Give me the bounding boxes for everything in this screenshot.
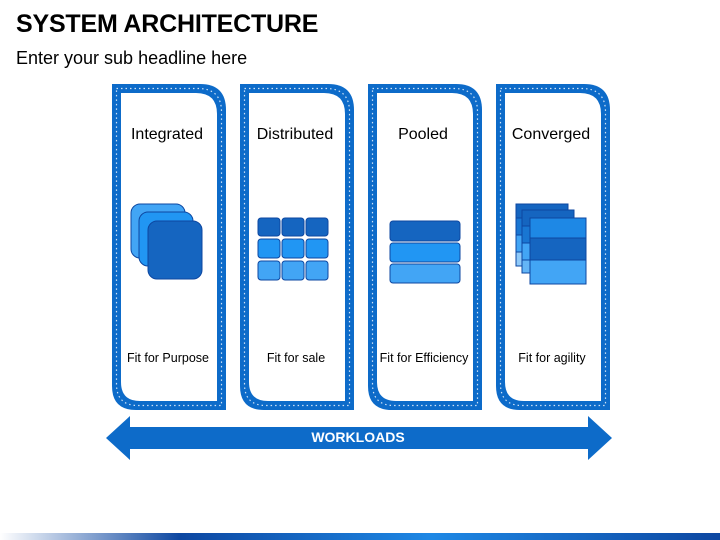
stacked-squares-icon	[130, 203, 203, 280]
column-converged: Converged Fit for agility	[492, 80, 612, 414]
bottom-accent-bar	[0, 533, 720, 540]
page-subtitle: Enter your sub headline here	[16, 48, 248, 68]
page-title: SYSTEM ARCHITECTURE	[16, 10, 319, 38]
stacked-bars-icon	[389, 220, 461, 284]
column-distributed: Distributed Fit for sale	[236, 80, 356, 414]
column-caption: Fit for Efficiency	[379, 351, 469, 365]
grid-blocks-icon	[257, 217, 329, 281]
column-caption: Fit for sale	[266, 351, 326, 365]
column-pooled: Pooled Fit for Efficiency	[364, 80, 484, 414]
column-label: Integrated	[130, 126, 204, 143]
column-integrated: Integrated Fit for Purpose	[108, 80, 228, 414]
workloads-arrow	[106, 416, 612, 460]
column-label: Distributed	[256, 126, 334, 143]
workloads-label: WORKLOADS	[311, 429, 405, 445]
column-label: Converged	[511, 126, 591, 143]
column-label: Pooled	[398, 126, 448, 143]
column-caption: Fit for Purpose	[127, 351, 209, 365]
layered-cards-icon	[515, 203, 587, 285]
column-caption: Fit for agility	[518, 351, 586, 365]
